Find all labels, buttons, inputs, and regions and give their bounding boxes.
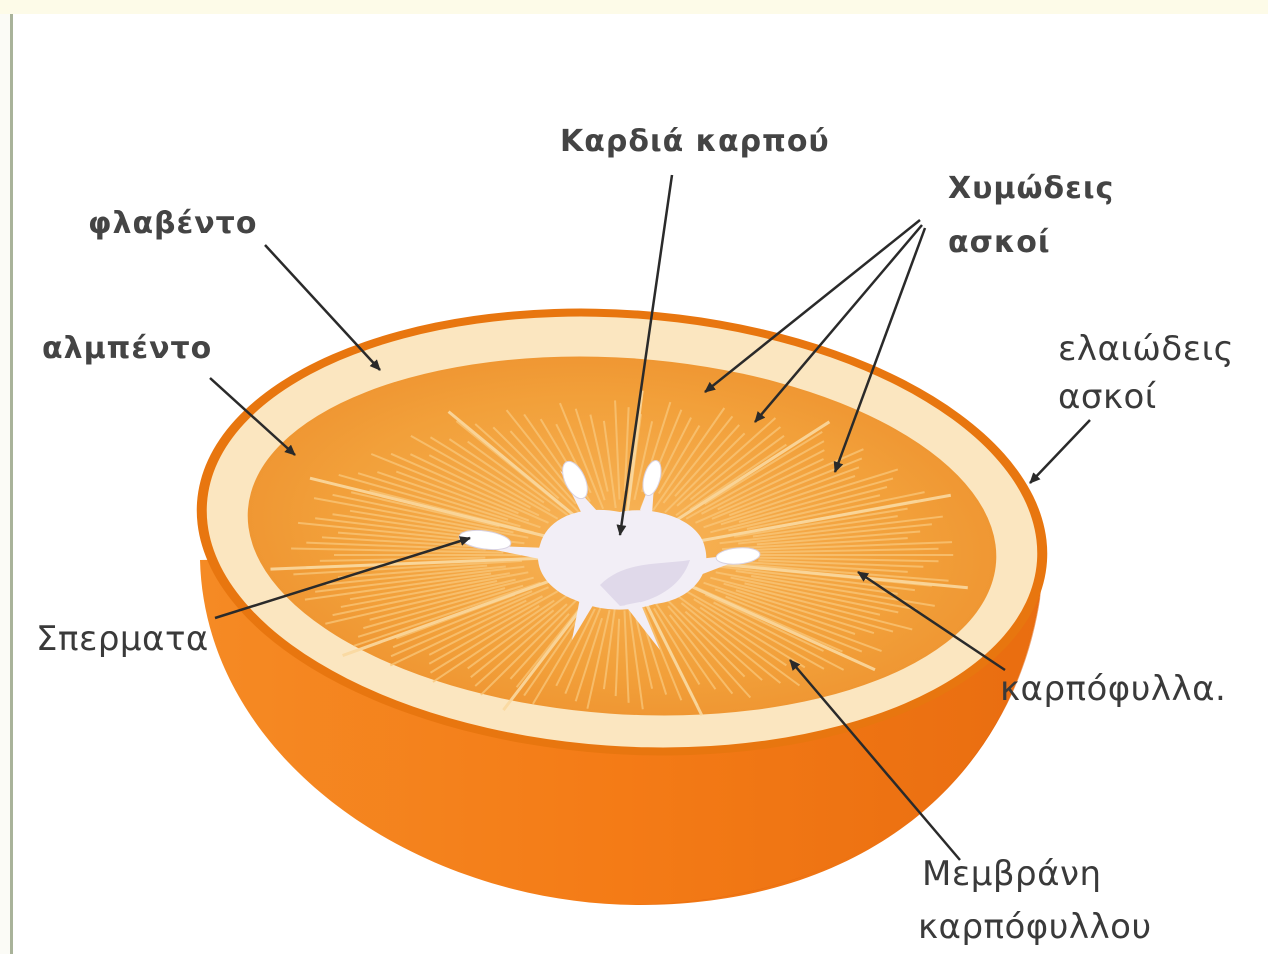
label-albedo: αλμπέντο [42,330,212,368]
label-juice-sacs-line2: ασκοί [948,224,1051,262]
label-core: Καρδιά καρπού [560,123,830,161]
label-membrane-line2: καρπόφυλλου [918,908,1152,946]
arrow-flavedo [265,245,380,370]
label-oil-glands-line1: ελαιώδεις [1058,330,1234,368]
arrow-oil-glands [1030,420,1090,483]
label-oil-glands-line2: ασκοί [1058,378,1157,416]
label-juice-sacs-line1: Χυμώδεις [948,170,1114,208]
label-segments: καρπόφυλλα. [1000,670,1226,708]
label-membrane-line1: Μεμβράνη [922,855,1102,893]
label-seeds: Σπερματα [36,620,209,658]
label-flavedo: φλαβέντο [88,205,257,243]
